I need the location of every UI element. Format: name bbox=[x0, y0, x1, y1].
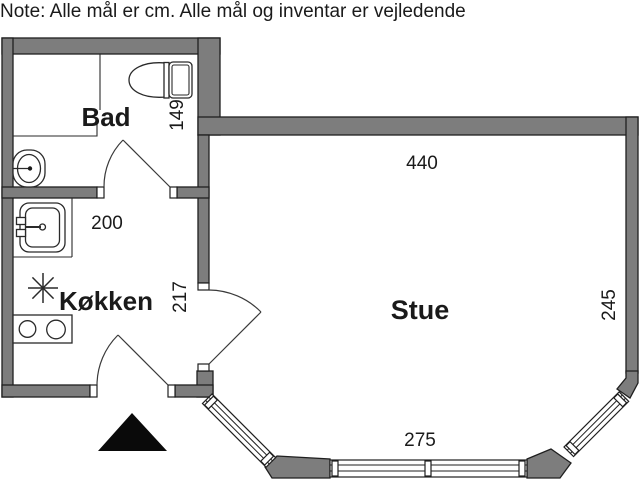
living-room-label: Stue bbox=[391, 295, 450, 325]
bay-window-left-pane bbox=[201, 393, 277, 469]
dim-440: 440 bbox=[406, 153, 438, 174]
doors bbox=[96, 139, 262, 386]
jamb-entrance-left bbox=[89, 384, 98, 398]
wall-bad-bottom-right bbox=[176, 186, 210, 199]
kitchen-label: Køkken bbox=[59, 286, 153, 316]
shower-partition bbox=[13, 54, 101, 137]
labels: Bad Køkken Stue 149 200 217 440 245 275 bbox=[59, 99, 620, 451]
bay-corner-bottom-right bbox=[526, 448, 572, 479]
door-jambs bbox=[89, 186, 210, 398]
dim-245: 245 bbox=[599, 289, 620, 321]
basin-drain bbox=[27, 166, 33, 171]
wash-basin bbox=[12, 149, 46, 188]
wall-stue-right-cap bbox=[616, 370, 639, 399]
kitchen-sink bbox=[15, 202, 66, 253]
bay-window-right-pane bbox=[563, 390, 630, 458]
dim-149: 149 bbox=[167, 99, 188, 131]
fixtures bbox=[12, 54, 193, 344]
jamb-entrance-right bbox=[167, 384, 176, 398]
dim-200: 200 bbox=[91, 213, 123, 234]
walls bbox=[1, 37, 639, 479]
entrance-door bbox=[96, 334, 169, 386]
dim-217: 217 bbox=[170, 281, 191, 313]
bathroom-label: Bad bbox=[81, 102, 130, 132]
living-room-door bbox=[208, 289, 262, 365]
wall-divider bbox=[197, 134, 210, 284]
window-end-post bbox=[518, 460, 526, 477]
lamp-symbol bbox=[28, 273, 58, 303]
entrance-marker-arrow bbox=[98, 413, 167, 451]
toilet bbox=[128, 61, 193, 99]
wall-left bbox=[1, 37, 14, 398]
jamb-stue-bottom bbox=[197, 363, 210, 372]
jamb-stue-top bbox=[197, 282, 210, 291]
wall-stue-right bbox=[625, 116, 639, 374]
jamb-bad-left bbox=[96, 186, 105, 199]
dim-275: 275 bbox=[404, 430, 436, 451]
note-text: Note: Alle mål er cm. Alle mål og invent… bbox=[0, 1, 466, 22]
kitchen-counter bbox=[13, 198, 73, 258]
wall-kitchen-bottom-right bbox=[174, 384, 214, 398]
jamb-bad-right bbox=[169, 186, 178, 199]
bay-window-bottom-pane bbox=[329, 459, 528, 478]
bay-window bbox=[201, 390, 630, 478]
window-end-post bbox=[331, 460, 339, 477]
wall-kitchen-bottom-left bbox=[1, 384, 91, 398]
wall-stue-top bbox=[197, 116, 639, 136]
wall-bad-bottom-left bbox=[1, 186, 98, 199]
bathroom-door bbox=[103, 139, 171, 188]
wall-top bbox=[1, 37, 221, 55]
window-mullion bbox=[424, 460, 432, 477]
stove-burners bbox=[12, 314, 73, 344]
